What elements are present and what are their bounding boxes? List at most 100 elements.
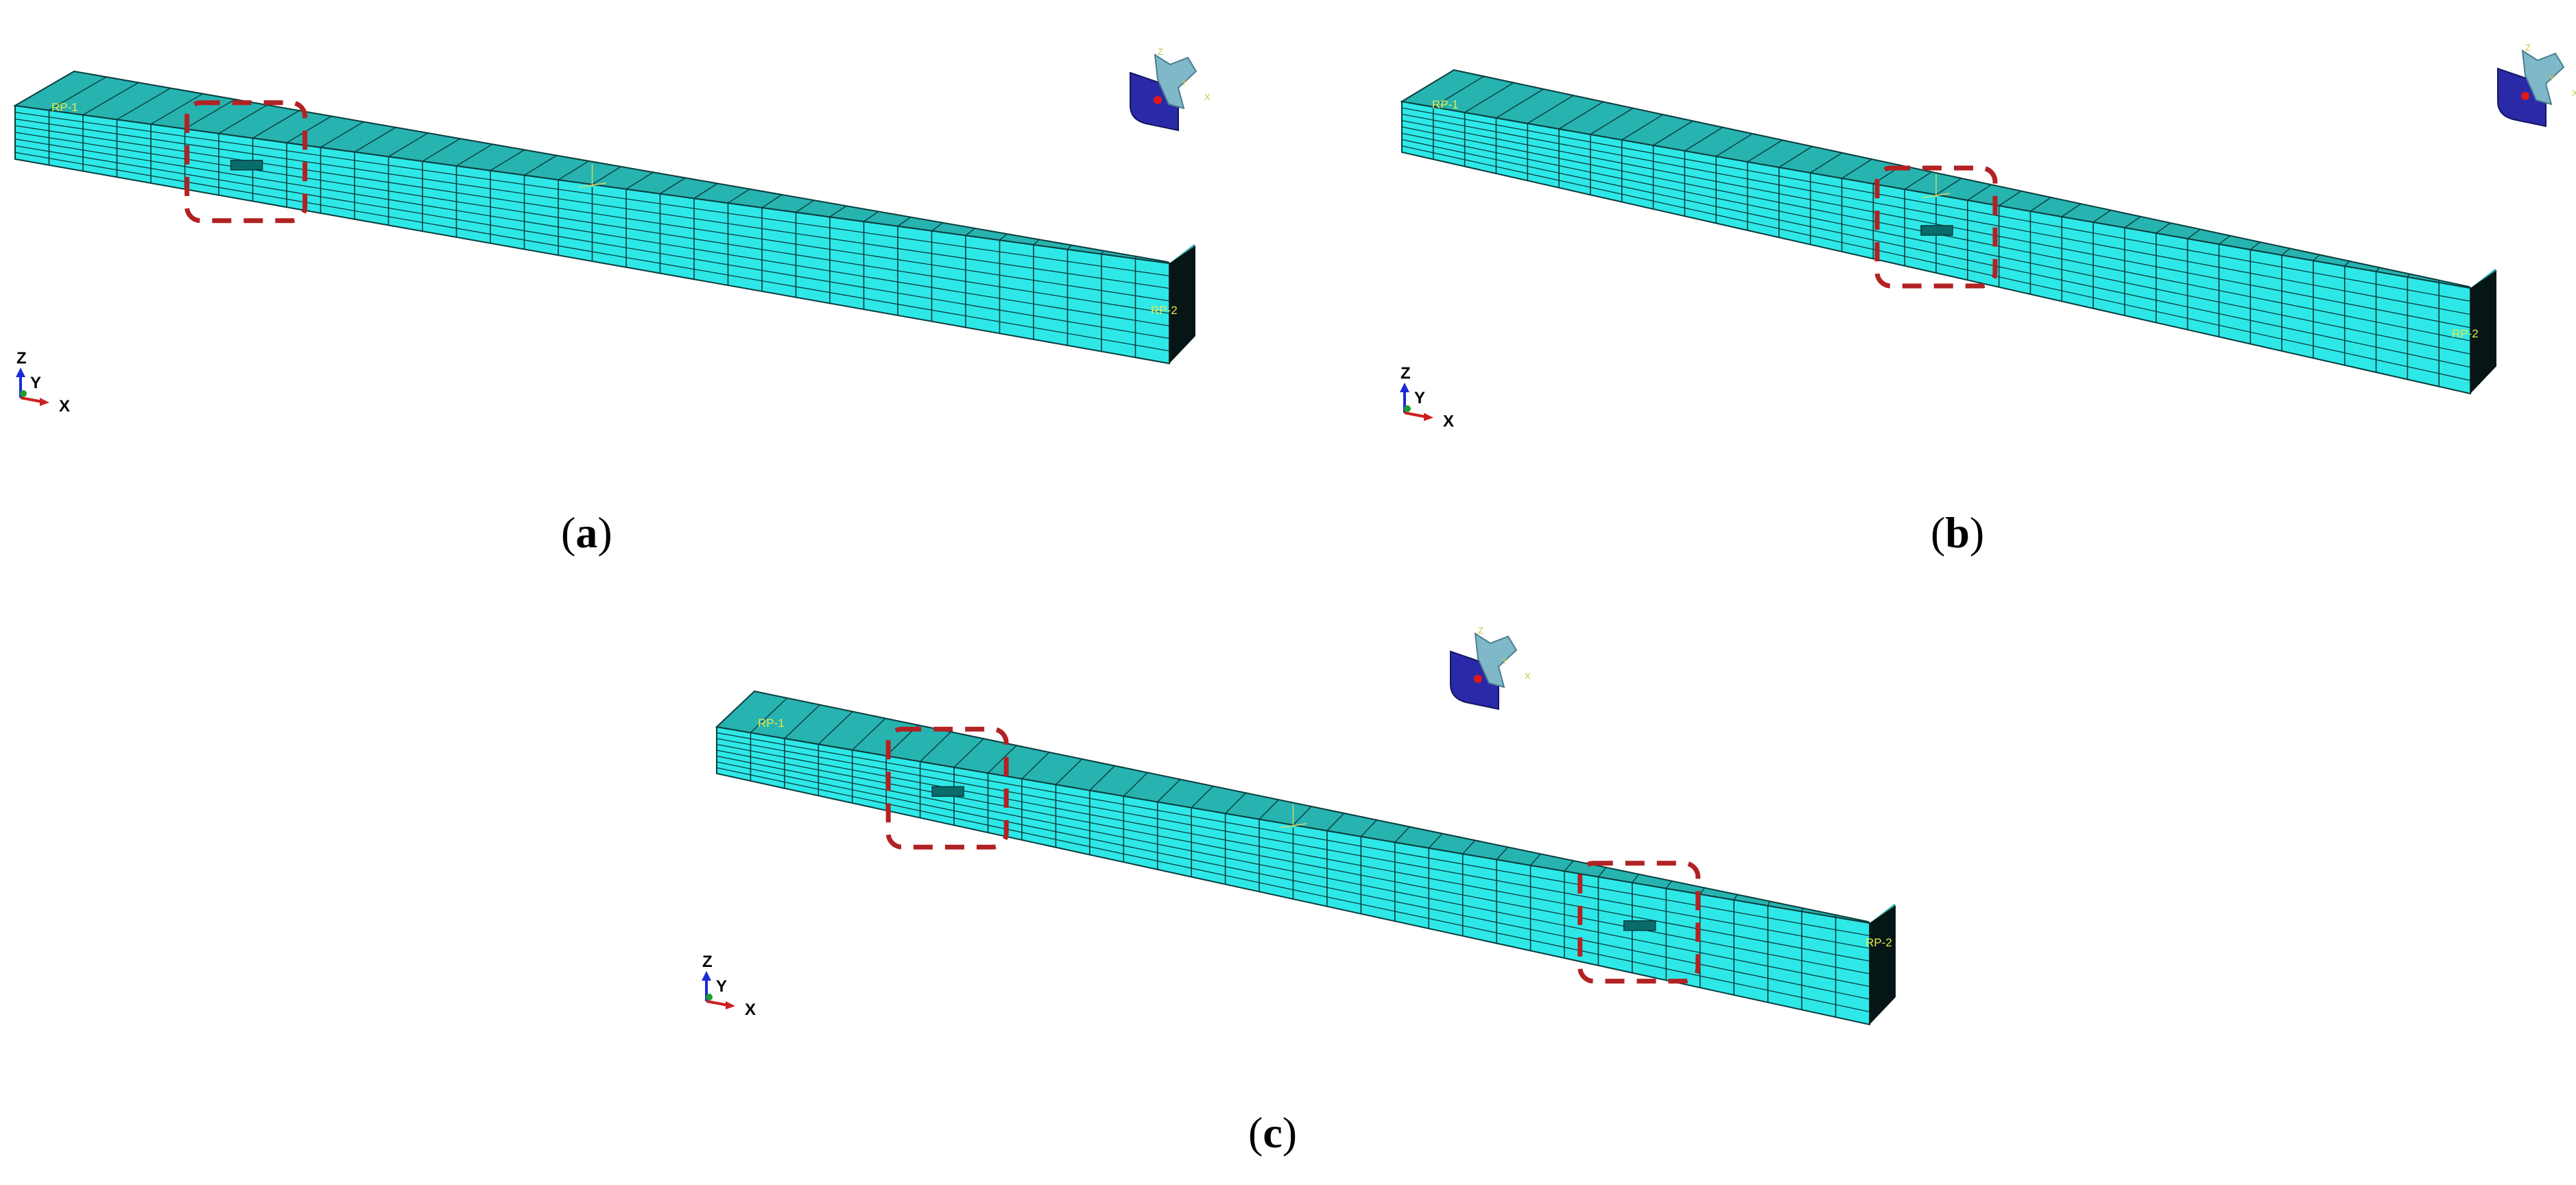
mesh-line-horizontal [1401, 120, 2471, 328]
mesh-line-horizontal [14, 112, 1170, 276]
mesh-line-top [1684, 127, 1724, 152]
mesh-line-top [422, 138, 461, 162]
mesh-line-top [1123, 772, 1148, 797]
mesh-line-horizontal [14, 152, 1170, 352]
axes-c: ZYX [702, 953, 756, 1019]
z-axis-label: Z [1400, 364, 1411, 383]
triad-light-face [1154, 53, 1197, 110]
mesh-line-top [818, 711, 853, 745]
triad-y-label: Y [1181, 77, 1187, 87]
triad-z-label: Z [2525, 43, 2531, 53]
mesh-line-top [829, 205, 847, 217]
triad-light-face [1474, 632, 1518, 689]
mesh-line-top [1293, 806, 1312, 826]
mesh-line-top [1715, 133, 1753, 157]
mesh-line-top [1747, 139, 1783, 163]
mesh-line-top [1033, 239, 1040, 246]
labels-a: RP-1 RP-2 [51, 101, 1178, 317]
y-axis-label: Y [30, 374, 41, 392]
damage-notch [931, 786, 964, 797]
mesh-line-top [1225, 792, 1246, 814]
damage-notch [230, 160, 263, 171]
mesh-line-top [1191, 785, 1214, 809]
mesh-line-horizontal [14, 118, 1170, 289]
z-arrowhead [702, 971, 711, 981]
damage-region-box [1874, 165, 1998, 289]
triad-center-dot [1474, 675, 1482, 683]
mesh-line-top [354, 127, 396, 153]
mesh-line-horizontal [716, 767, 1870, 1013]
y-axis-dot [1404, 405, 1411, 412]
mesh-line-top [2061, 203, 2082, 217]
mesh-line-top [2156, 222, 2171, 234]
mesh-line-top [625, 171, 654, 190]
mesh-line-top [1564, 860, 1574, 872]
view-triad-a: ZYX [1130, 47, 1211, 132]
x-axis-label: X [59, 397, 70, 416]
mesh-line-top [2407, 274, 2410, 278]
caption-b: (b) [1931, 508, 1985, 557]
y-axis-dot [20, 390, 27, 397]
mesh-line-horizontal [14, 132, 1170, 314]
triad-x-label: X [1525, 671, 1531, 681]
mesh-line-top [1597, 867, 1607, 878]
mesh-line-top [2124, 216, 2141, 228]
damage-boxes-c [885, 726, 1701, 984]
mesh-line-top [2250, 241, 2261, 250]
mesh-line-top [852, 718, 886, 751]
mesh-line-top [2187, 228, 2201, 239]
damage-region-box [885, 726, 1009, 850]
triad-light-face [2521, 49, 2565, 106]
mesh-line-top [1621, 114, 1664, 141]
triad-z-label: Z [1478, 625, 1483, 636]
mesh-line-top [750, 697, 788, 733]
mesh-line-top [1157, 778, 1181, 802]
mesh-line-top [988, 745, 1017, 774]
damage-boxes-b [1874, 165, 1998, 289]
mesh-line-top [1558, 101, 1604, 130]
rp-end-label: RP-2 [1865, 936, 1892, 949]
beam-model-a: RP-1 RP-2 ZYX ZYX [12, 47, 1211, 416]
caption-a: (a) [561, 508, 612, 557]
mesh-line-horizontal [1401, 139, 2471, 368]
damage-region-box [1577, 861, 1701, 984]
mesh-line-top [184, 99, 235, 130]
mesh-line-top [931, 222, 944, 232]
view-triad-c: ZYX [1450, 625, 1531, 710]
mesh-line-top [1778, 145, 1813, 168]
mesh-line-top [1360, 819, 1378, 837]
mesh-line-top [592, 166, 621, 185]
z-axis-label: Z [16, 349, 27, 368]
triad-x-label: X [2572, 88, 2576, 98]
mesh-line-top [660, 177, 686, 195]
mesh-line-top [1733, 894, 1738, 900]
beam-model-c: RP-1 RP-2 ZYX ZYX [702, 625, 1896, 1026]
x-axis-label: X [745, 1001, 756, 1019]
mesh-line-top [117, 87, 171, 120]
triad-center-dot [1154, 96, 1162, 104]
mesh-line-top [920, 731, 952, 762]
rp-start-label: RP-1 [758, 717, 785, 730]
mesh-line-top [2218, 235, 2231, 245]
mesh-line-top [1089, 765, 1115, 791]
x-axis-arrow [20, 396, 43, 403]
x-arrowhead [1424, 413, 1433, 421]
mesh-line-horizontal [14, 145, 1170, 339]
mesh-line-top [320, 121, 364, 148]
z-axis-label: Z [702, 953, 713, 971]
mesh-line-horizontal [1401, 113, 2471, 315]
mesh-line-horizontal [716, 761, 1870, 1000]
y-axis-dot [706, 994, 713, 1001]
mesh-line-top [1464, 82, 1514, 113]
mesh-line-top [1841, 158, 1872, 179]
mesh-line-top [784, 704, 821, 739]
mesh-line-top [1101, 250, 1104, 254]
beam-end-face [1169, 246, 1195, 363]
mesh-line-top [1462, 839, 1476, 854]
mesh-line-top [2281, 248, 2291, 256]
mesh-line-top [1665, 881, 1672, 889]
mesh-line-top [897, 217, 911, 227]
mesh-line-top [1590, 108, 1634, 135]
x-axis-label: X [1443, 412, 1454, 431]
